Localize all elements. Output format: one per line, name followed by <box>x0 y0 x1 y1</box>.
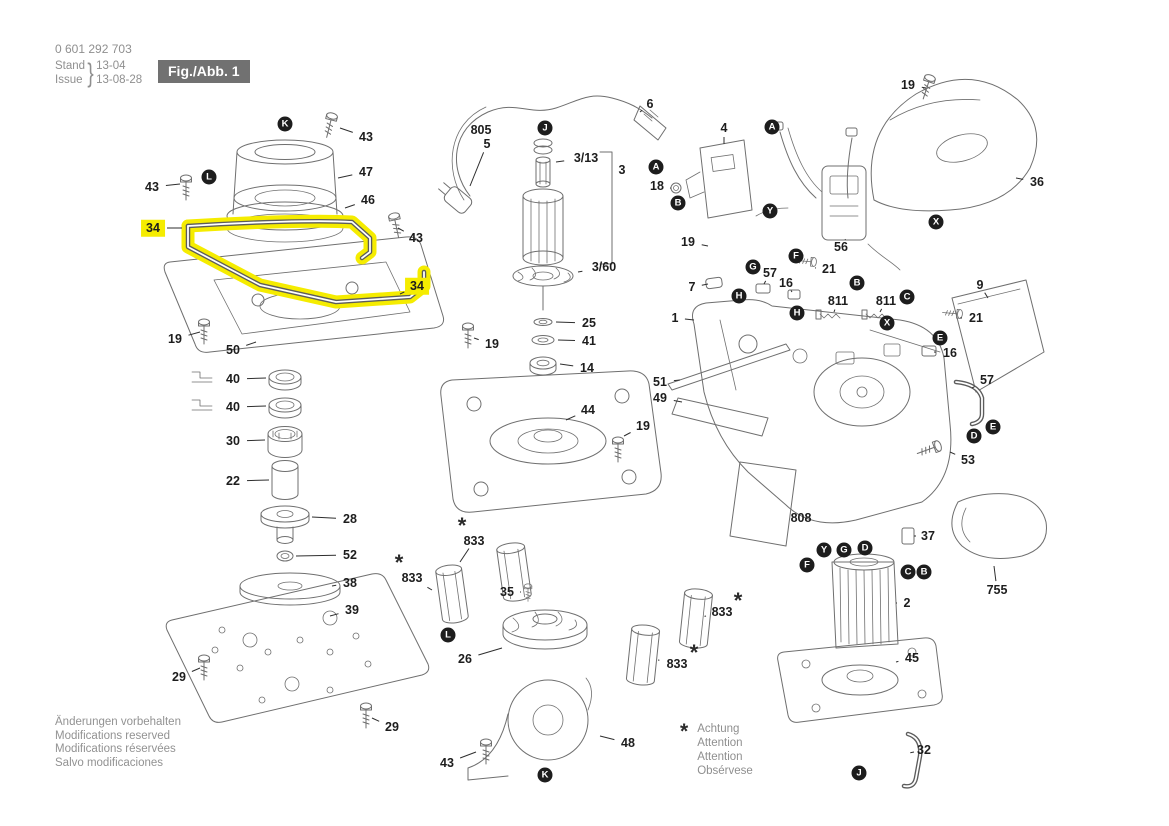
bearing-flange-44-drawing <box>440 322 662 513</box>
attention-asterisk: * <box>680 720 689 743</box>
revision-block: Stand Issue } 13-04 13-08-28 <box>55 59 142 87</box>
leader-line <box>701 283 709 286</box>
attention-note: * Achtung Attention Attention Obsérvese <box>680 720 753 778</box>
note-line-es: Salvo modificaciones <box>55 756 164 769</box>
leader-line <box>399 291 405 295</box>
document-number: 0 601 292 703 <box>55 42 132 56</box>
note-line-en: Modifications reserved <box>55 729 171 742</box>
leader-line <box>246 341 257 346</box>
leader-line <box>339 127 353 133</box>
note-line-de: Änderungen vorbehalten <box>55 716 181 728</box>
leader-line <box>246 439 266 442</box>
spacer-parts-drawing <box>191 318 341 606</box>
leader-line <box>188 331 201 336</box>
leader-line <box>673 400 683 403</box>
power-cord-drawing <box>438 95 667 214</box>
filter-cartridges-drawing <box>435 542 713 686</box>
leader-line <box>329 613 339 617</box>
figure-label: Fig./Abb. 1 <box>158 60 250 83</box>
note-line-fr: Modifications réservées <box>55 743 176 755</box>
collar-rings-drawing <box>180 111 405 243</box>
leader-line <box>337 174 353 179</box>
leader-line <box>833 309 836 313</box>
leader-line <box>555 321 576 324</box>
sanding-plate-39-drawing <box>165 573 430 729</box>
leader-line <box>311 516 337 519</box>
switch-4-drawing <box>670 139 753 219</box>
leader-line <box>557 339 576 341</box>
fan-blower-drawing <box>467 609 592 781</box>
attention-line-de: Achtung <box>697 723 740 735</box>
leader-line <box>790 290 793 293</box>
leader-line <box>246 377 267 380</box>
leader-line <box>459 751 477 759</box>
leader-line <box>331 584 337 587</box>
leader-line <box>971 386 975 389</box>
sheet-9-drawing <box>951 279 1045 393</box>
wiring-drawing <box>755 121 901 271</box>
leader-line <box>555 160 565 163</box>
attention-line-en: Attention <box>697 737 743 749</box>
issue-label: Issue <box>55 74 83 86</box>
leader-line <box>565 415 576 421</box>
leader-line <box>623 432 631 437</box>
handle-cover-36-drawing <box>870 72 1038 212</box>
leader-line <box>191 667 201 672</box>
leader-line <box>397 227 405 232</box>
leader-line <box>949 451 956 455</box>
attention-line-fr: Attention <box>697 751 743 763</box>
leader-line <box>684 318 695 321</box>
leader-line <box>344 204 355 209</box>
bottom-plate-45-drawing <box>777 637 943 789</box>
modifications-note: Änderungen vorbehalten Modifications res… <box>55 716 181 770</box>
leader-line <box>639 109 643 113</box>
stand-value: 13-04 <box>96 60 126 72</box>
module-56-drawing <box>821 165 867 241</box>
leader-line <box>371 717 380 722</box>
leader-line <box>763 280 767 285</box>
pad-808-drawing <box>729 461 797 547</box>
leader-line <box>165 183 181 186</box>
revision-brace: } <box>87 58 94 88</box>
leader-line <box>559 363 574 367</box>
leader-line <box>469 152 485 187</box>
leader-line <box>473 337 479 341</box>
leader-line <box>921 86 927 89</box>
leader-line <box>844 238 846 241</box>
attention-line-es: Obsérvese <box>697 765 753 777</box>
leader-line <box>1015 177 1024 180</box>
leader-line <box>910 751 915 754</box>
stand-label: Stand <box>55 60 86 72</box>
leader-line <box>427 586 433 591</box>
leader-line <box>246 479 270 482</box>
leader-line <box>599 735 615 741</box>
leader-line <box>478 647 503 656</box>
leader-line <box>246 405 267 408</box>
leader-line <box>577 270 583 273</box>
leader-line <box>295 554 337 557</box>
leader-line <box>895 660 899 663</box>
leader-line <box>673 379 681 382</box>
field-2-drawing <box>831 553 899 649</box>
pad-755-drawing <box>951 493 1047 559</box>
armature-3-drawing <box>512 138 613 376</box>
leader-line <box>993 565 997 582</box>
brush-hardware-drawing <box>705 255 964 357</box>
issue-value: 13-08-28 <box>96 74 143 86</box>
leader-line <box>879 308 883 313</box>
leader-line <box>984 292 989 299</box>
leader-line <box>701 244 709 247</box>
leader-line <box>459 548 470 563</box>
